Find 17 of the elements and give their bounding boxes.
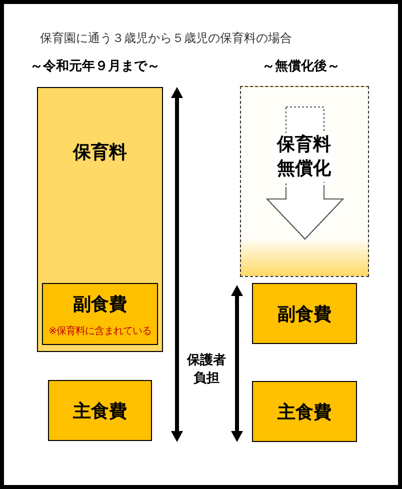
cost-box [252, 283, 357, 344]
box-title: 保育料 [73, 142, 127, 163]
column-heading: ～令和元年９月まで～ [30, 59, 160, 74]
arrow-label: 保育料無償化 [275, 133, 333, 182]
cost-box [252, 381, 357, 442]
cost-box [37, 87, 163, 352]
box-title: 主食費 [73, 400, 127, 422]
cost-box [48, 380, 152, 441]
diagram-title: 保育園に通う３歳児から５歳児の保育料の場合 [40, 31, 292, 45]
box-note: ※保育料に含まれている [48, 326, 152, 336]
box-title: 副食費 [73, 294, 127, 314]
bracket-label: 保護者負担 [187, 353, 226, 386]
dashed-panel [240, 86, 369, 277]
box-title: 主食費 [278, 402, 332, 422]
cost-box [42, 283, 158, 345]
column-heading: ～無償化後～ [262, 59, 340, 74]
box-title: 副食費 [278, 304, 332, 324]
